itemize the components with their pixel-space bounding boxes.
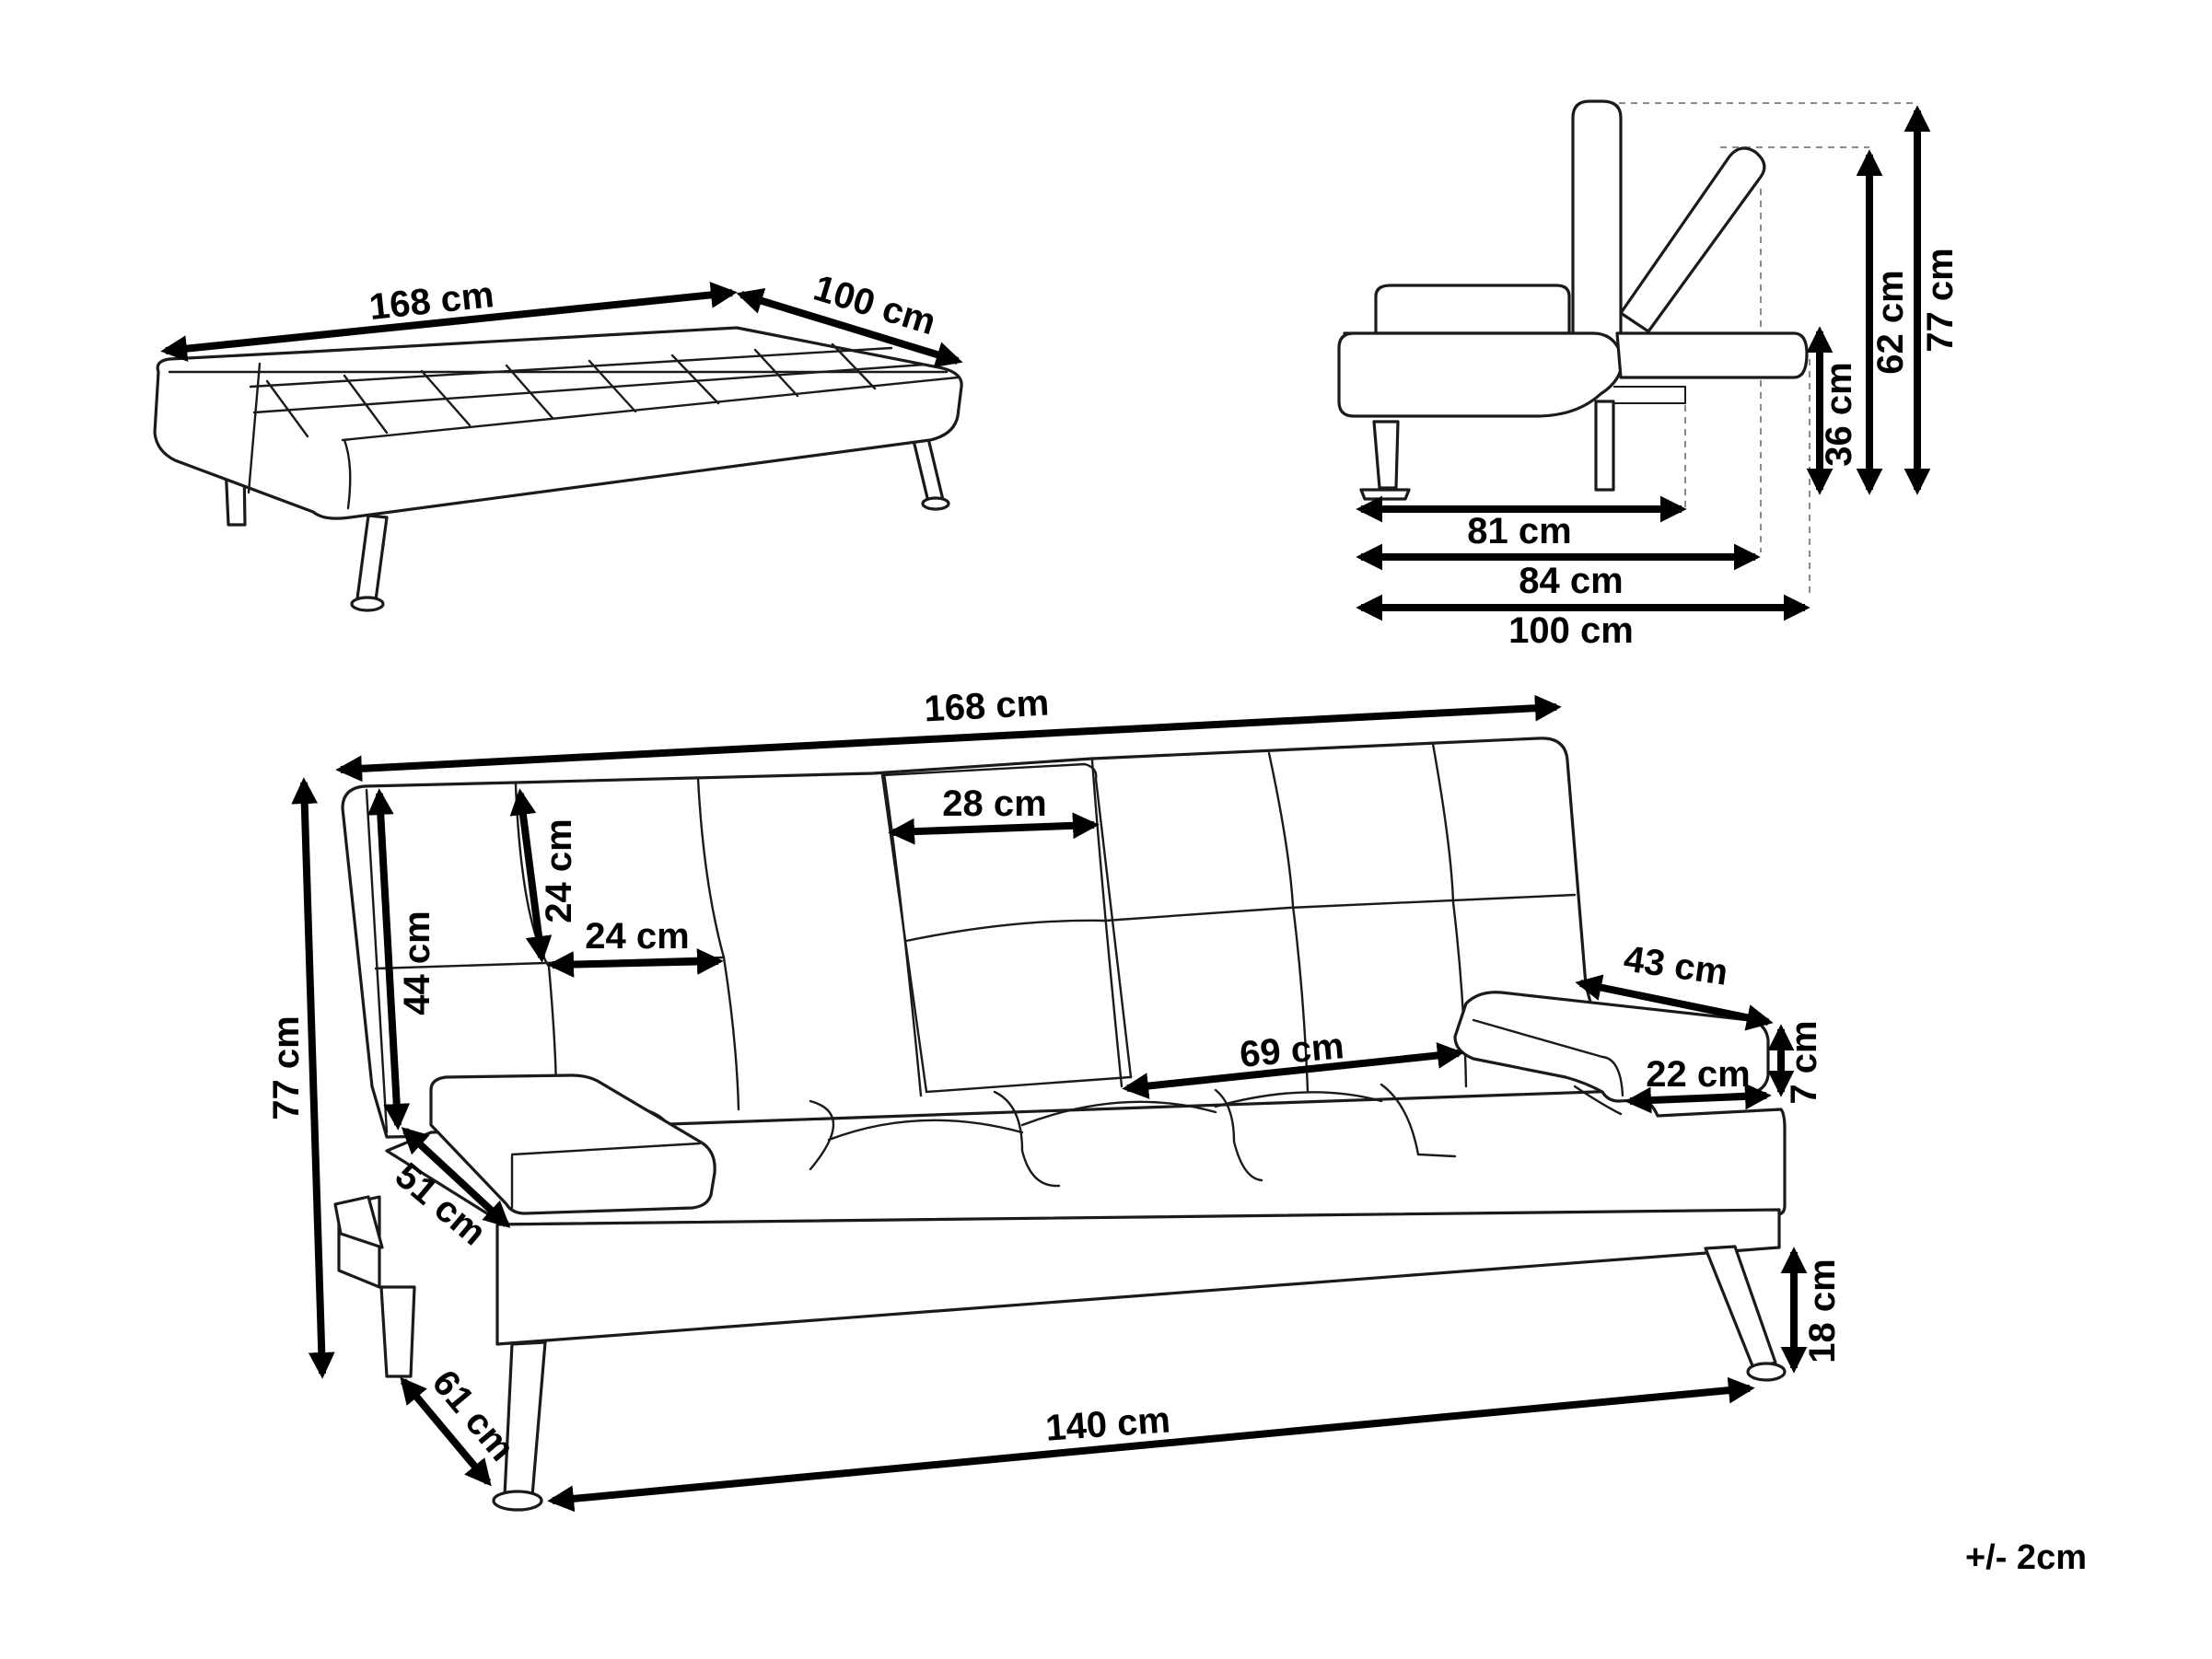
bed-front-edge xyxy=(341,376,960,442)
side-seat xyxy=(1337,331,1624,418)
side-backrest-upright xyxy=(1571,99,1623,352)
front-leg-height-label: 18 cm xyxy=(1802,1259,1843,1363)
front-leg-span-label: 140 cm xyxy=(1044,1399,1171,1448)
front-middle-section-label: 28 cm xyxy=(942,783,1046,824)
front-leg-front-left xyxy=(503,1340,547,1498)
side-bed-extension xyxy=(1615,331,1809,379)
front-leg-front-right xyxy=(1704,1245,1777,1370)
bed-width-arrow xyxy=(160,282,738,362)
front-tuft-width-label: 24 cm xyxy=(585,916,689,957)
side-armrest xyxy=(1374,284,1571,335)
front-armrest-left-edge xyxy=(510,1142,702,1156)
bed-foot-back-right xyxy=(921,496,950,511)
front-width-label: 168 cm xyxy=(923,682,1050,729)
front-armrest-width-label: 22 cm xyxy=(1646,1054,1750,1095)
front-middle-section-arrow xyxy=(888,812,1100,845)
tolerance-note: +/- 2cm xyxy=(1965,1538,2087,1577)
front-height-arrow xyxy=(291,777,335,1379)
front-armrest-height-label: 7 cm xyxy=(1784,1020,1824,1104)
bed-mattress xyxy=(153,326,963,520)
front-seat-depth-arrow xyxy=(401,1127,511,1228)
side-depth-bed-label: 100 cm xyxy=(1508,610,1634,651)
bed-tufting-grid xyxy=(249,342,926,438)
front-leg-depth-arrow xyxy=(400,1376,492,1487)
bed-leg-front-left xyxy=(355,514,389,602)
bed-depth-arrow xyxy=(736,287,963,368)
side-depth-reclined-label: 84 cm xyxy=(1519,561,1623,601)
bed-foot-front-left xyxy=(350,596,385,612)
front-tuft-width-arrow xyxy=(547,948,724,978)
front-tuft-height-arrow xyxy=(509,788,553,963)
front-seat-cushions xyxy=(643,1083,1623,1188)
side-height-full-label: 77 cm xyxy=(1920,248,1961,352)
front-foot-front-left xyxy=(492,1490,543,1512)
front-base-panel xyxy=(495,1208,1781,1346)
side-dimensions: 77 cm 62 cm 36 cm 81 cm 84 cm 100 cm xyxy=(1356,105,1961,651)
front-backrest-height-arrow xyxy=(367,788,411,1131)
front-armrest-width-arrow xyxy=(1624,1083,1772,1114)
front-view xyxy=(333,737,1787,1512)
side-depth-seat-label: 81 cm xyxy=(1467,511,1571,551)
side-view xyxy=(1337,99,1915,598)
side-backrest-reclined xyxy=(1619,146,1766,333)
front-armrest-right-edge xyxy=(1472,1018,1624,1097)
side-height-reclined-label: 62 cm xyxy=(1870,270,1911,374)
front-left-base-ledge xyxy=(333,1195,384,1249)
side-frame-rail xyxy=(1613,386,1686,404)
front-width-arrow xyxy=(335,694,1562,783)
bed-depth-label: 100 cm xyxy=(809,268,940,343)
front-backrest-height-label: 44 cm xyxy=(397,911,437,1015)
front-dimensions: 168 cm 77 cm 44 cm 24 cm 24 cm 28 cm 69 … xyxy=(266,682,1843,1513)
side-foot-front xyxy=(1359,488,1411,501)
front-armrest-length-arrow xyxy=(1575,974,1774,1031)
front-leg-back-left xyxy=(379,1285,416,1378)
side-leg-back xyxy=(1594,400,1615,492)
bed-view xyxy=(153,326,963,612)
front-seat-width-arrow xyxy=(1122,1042,1464,1099)
front-tuft-height-label: 24 cm xyxy=(539,818,579,922)
front-leg-span-arrow xyxy=(547,1376,1755,1513)
side-leg-front xyxy=(1372,420,1400,490)
bed-side-seam xyxy=(343,438,352,510)
front-seat-width-label: 69 cm xyxy=(1238,1026,1345,1075)
front-foot-front-right xyxy=(1746,1362,1787,1382)
side-height-bed-label: 36 cm xyxy=(1819,362,1859,466)
front-armrest-length-label: 43 cm xyxy=(1622,938,1730,992)
front-height-label: 77 cm xyxy=(266,1015,307,1120)
